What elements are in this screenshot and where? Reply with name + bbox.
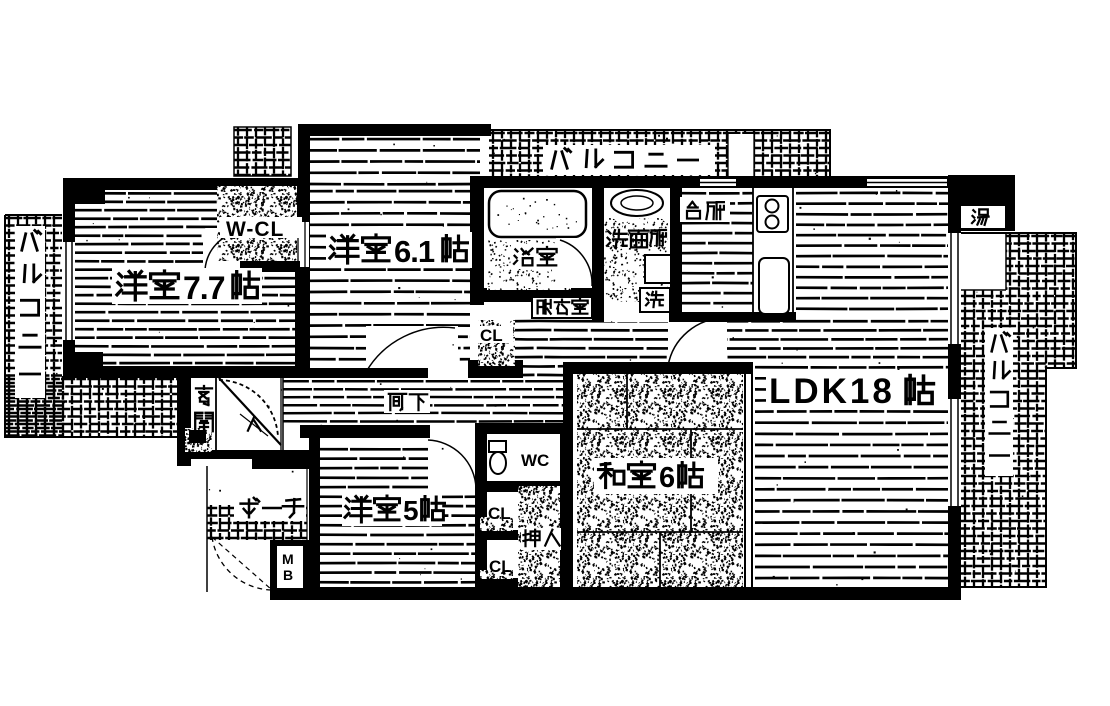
svg-text:6.1: 6.1 bbox=[394, 234, 435, 269]
svg-text:W-CL: W-CL bbox=[226, 218, 284, 241]
svg-text:7.7: 7.7 bbox=[183, 270, 225, 306]
svg-text:LDK18: LDK18 bbox=[769, 372, 895, 411]
svg-text:CL: CL bbox=[489, 557, 512, 576]
svg-text:6: 6 bbox=[659, 462, 675, 494]
svg-text:M: M bbox=[282, 551, 294, 567]
svg-text:5: 5 bbox=[403, 495, 419, 526]
svg-text:CL: CL bbox=[488, 504, 511, 523]
svg-text:WC: WC bbox=[521, 451, 549, 470]
svg-text:CL: CL bbox=[480, 326, 503, 345]
svg-text:B: B bbox=[283, 567, 293, 583]
